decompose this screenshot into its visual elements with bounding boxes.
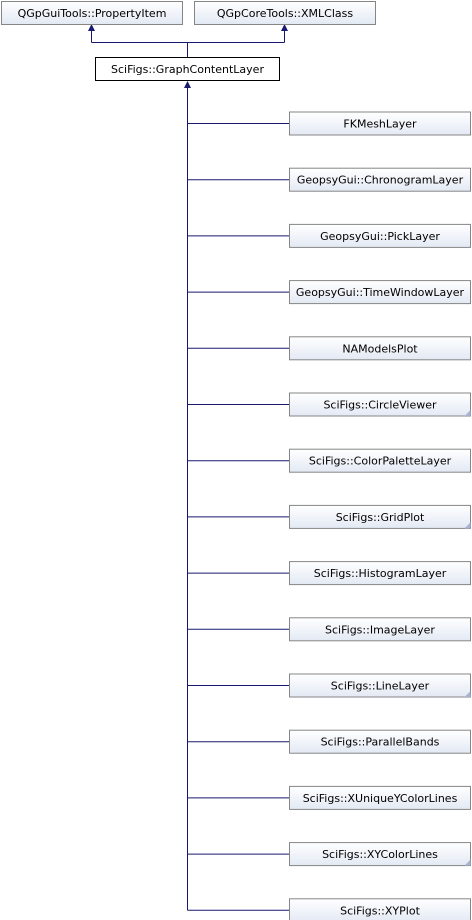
child-node[interactable]: SciFigs::LineLayer: [187, 673, 471, 698]
child-node[interactable]: SciFigs::HistogramLayer: [187, 561, 471, 586]
parent-node-xml-class[interactable]: QGpCoreTools::XMLClass: [194, 1, 376, 25]
child-node-label: SciFigs::CircleViewer: [323, 399, 437, 412]
child-node[interactable]: NAModelsPlot: [187, 336, 471, 361]
child-nodes: FKMeshLayerGeopsyGui::ChronogramLayerGeo…: [187, 88, 471, 920]
child-node-box: [289, 280, 471, 305]
child-node[interactable]: SciFigs::GridPlot: [187, 504, 471, 529]
child-node-box: [289, 167, 471, 192]
parent-node-box: [1, 1, 183, 25]
child-node-label: FKMeshLayer: [343, 118, 417, 131]
child-node-label: SciFigs::GridPlot: [336, 511, 425, 524]
child-node[interactable]: SciFigs::ParallelBands: [187, 729, 471, 754]
child-node[interactable]: GeopsyGui::PickLayer: [187, 223, 471, 248]
child-node-label: SciFigs::ParallelBands: [321, 736, 440, 749]
child-node[interactable]: SciFigs::XYPlot: [187, 898, 471, 920]
child-node-box: [289, 223, 471, 248]
parent-edges: [91, 31, 285, 57]
parent-node-property-item[interactable]: QGpGuiTools::PropertyItem: [1, 1, 183, 25]
child-node[interactable]: GeopsyGui::ChronogramLayer: [187, 167, 471, 192]
child-node-label: SciFigs::ImageLayer: [325, 623, 435, 636]
child-node-box: [289, 392, 471, 417]
child-node-label: SciFigs::XUniqueYColorLines: [303, 792, 458, 805]
child-node-label: GeopsyGui::ChronogramLayer: [297, 174, 464, 187]
child-node-label: SciFigs::LineLayer: [331, 680, 430, 693]
child-node-box: [289, 336, 471, 361]
child-node[interactable]: SciFigs::ColorPaletteLayer: [187, 448, 471, 473]
child-node-truncation-corner: [464, 410, 471, 416]
arrowhead-parent-1: [88, 24, 95, 31]
parent-node-box: [194, 1, 376, 25]
arrowhead-center: [184, 81, 191, 88]
child-node-box: [289, 785, 471, 810]
arrowhead-parent-2: [281, 24, 288, 31]
parent-node-label: QGpGuiTools::PropertyItem: [18, 7, 167, 20]
child-node-label: NAModelsPlot: [342, 342, 418, 355]
child-node[interactable]: SciFigs::XYColorLines: [187, 842, 471, 867]
child-node-box: [289, 673, 471, 698]
child-node-label: SciFigs::XYPlot: [340, 904, 420, 917]
child-node-truncation-corner: [464, 691, 471, 697]
child-node-truncation-corner: [464, 522, 471, 529]
child-node-truncation-corner: [464, 859, 471, 866]
parent-arrowheads: [88, 24, 288, 31]
child-node-box: [289, 898, 471, 920]
parent-node-label: QGpCoreTools::XMLClass: [217, 7, 353, 20]
child-node-label: GeopsyGui::PickLayer: [320, 230, 440, 243]
child-node[interactable]: SciFigs::ImageLayer: [187, 617, 471, 642]
child-node[interactable]: SciFigs::CircleViewer: [187, 392, 471, 417]
child-node-box: [289, 561, 471, 586]
child-node-label: SciFigs::ColorPaletteLayer: [309, 455, 452, 468]
child-node-box: [289, 448, 471, 473]
child-node-label: GeopsyGui::TimeWindowLayer: [296, 286, 465, 299]
child-node-label: SciFigs::XYColorLines: [322, 848, 438, 861]
child-node[interactable]: FKMeshLayer: [187, 111, 471, 136]
child-node-box: [289, 111, 471, 136]
center-node-graph-content-layer[interactable]: SciFigs::GraphContentLayer: [95, 57, 280, 81]
center-node-label: SciFigs::GraphContentLayer: [111, 63, 264, 76]
child-node-box: [289, 504, 471, 529]
center-node-box: [95, 57, 280, 81]
child-node-box: [289, 617, 471, 642]
child-node-box: [289, 842, 471, 867]
child-node-box: [289, 729, 471, 754]
child-node[interactable]: SciFigs::XUniqueYColorLines: [187, 785, 471, 810]
child-node-label: SciFigs::HistogramLayer: [314, 567, 447, 580]
child-node[interactable]: GeopsyGui::TimeWindowLayer: [187, 280, 471, 305]
